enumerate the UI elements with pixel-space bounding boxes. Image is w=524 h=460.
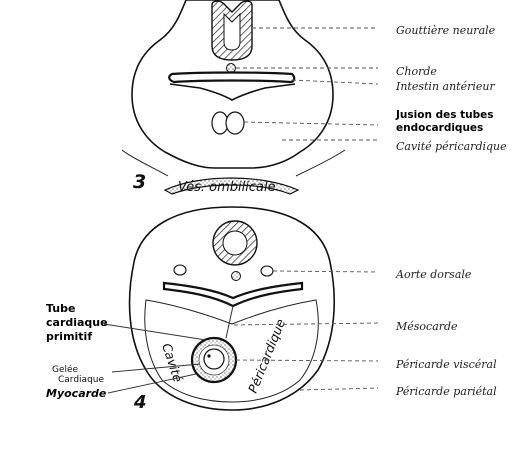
fig4-label-tube-1: Tube [46,302,75,315]
fig3-umbilical-band [163,177,300,195]
fig4-label-mesocarde: Mésocarde [395,320,458,333]
fig4-label-myocarde: Myocarde [46,387,107,400]
fig4-body-outline [128,206,336,411]
fig3-label-chorde: Chorde [396,65,437,78]
fig4-neural-lumen [222,230,248,256]
fig3-neural-lumen [223,12,241,51]
fig4-leader-myocarde [107,373,197,394]
fig3-leader-fusion [243,121,379,126]
fig3-number: 3 [133,171,146,193]
fig4-leader-aorte [272,270,379,273]
fig4-endocardium [203,348,225,370]
fig4-leader-parietal [299,387,379,391]
fig3-label-ves-ombilicale: Vés. ombilicale [178,180,276,195]
fig4-aorta-right [260,265,274,277]
fig4-aorta-left [173,264,187,276]
fig3-label-intestin-anterieur: Intestin antérieur [395,80,495,93]
fig4-label-pericarde-visceral: Péricarde viscéral [395,358,497,371]
fig3-leader-intestin [291,79,379,85]
fig3-notochord [226,63,236,73]
fig3-label-cavite-pericardique: Cavité péricardique [396,140,507,153]
fig4-number: 4 [133,392,147,413]
fig3-label-fusion-1: Jusion des tubes [395,109,494,121]
fig4-label-gelee-2: Cardiaque [58,375,104,385]
fig4-leader-tube [103,323,207,341]
fig4-mesocarde [225,305,234,339]
fig3-body-outline [131,0,334,169]
fig4-leader-visceral [235,359,379,362]
fig4-label-gelee-1: Gelée [52,364,79,375]
fig3-lower-left [121,149,169,177]
fig4-foregut [162,281,304,308]
fig4-label-aorte-dorsale: Aorte dorsale [395,268,472,281]
fig4-label-tube-2: cardiaque [46,316,108,329]
fig4-leader-gelee [111,363,201,373]
fig3-endocardial-tube-right [225,111,245,135]
fig3-label-fusion-2: endocardiques [396,122,483,134]
fig3-foregut [168,71,296,84]
fig3-label-gouttiere-neurale: Gouttière neurale [396,24,496,37]
figure-4: Cavité Péricardique 4 [128,206,336,413]
fig4-label-tube-3: primitif [46,330,92,343]
fig4-label-pericarde-parietal: Péricarde pariétal [395,385,497,398]
fig4-lumen-dot [207,354,211,358]
figure-3: 3 Vés. ombilicale [121,0,346,195]
fig4-notochord [231,271,241,281]
fig4-leader-mesocarde [233,322,379,326]
fig3-fusion-chevron [169,83,296,101]
fig3-lower-right [295,149,346,177]
